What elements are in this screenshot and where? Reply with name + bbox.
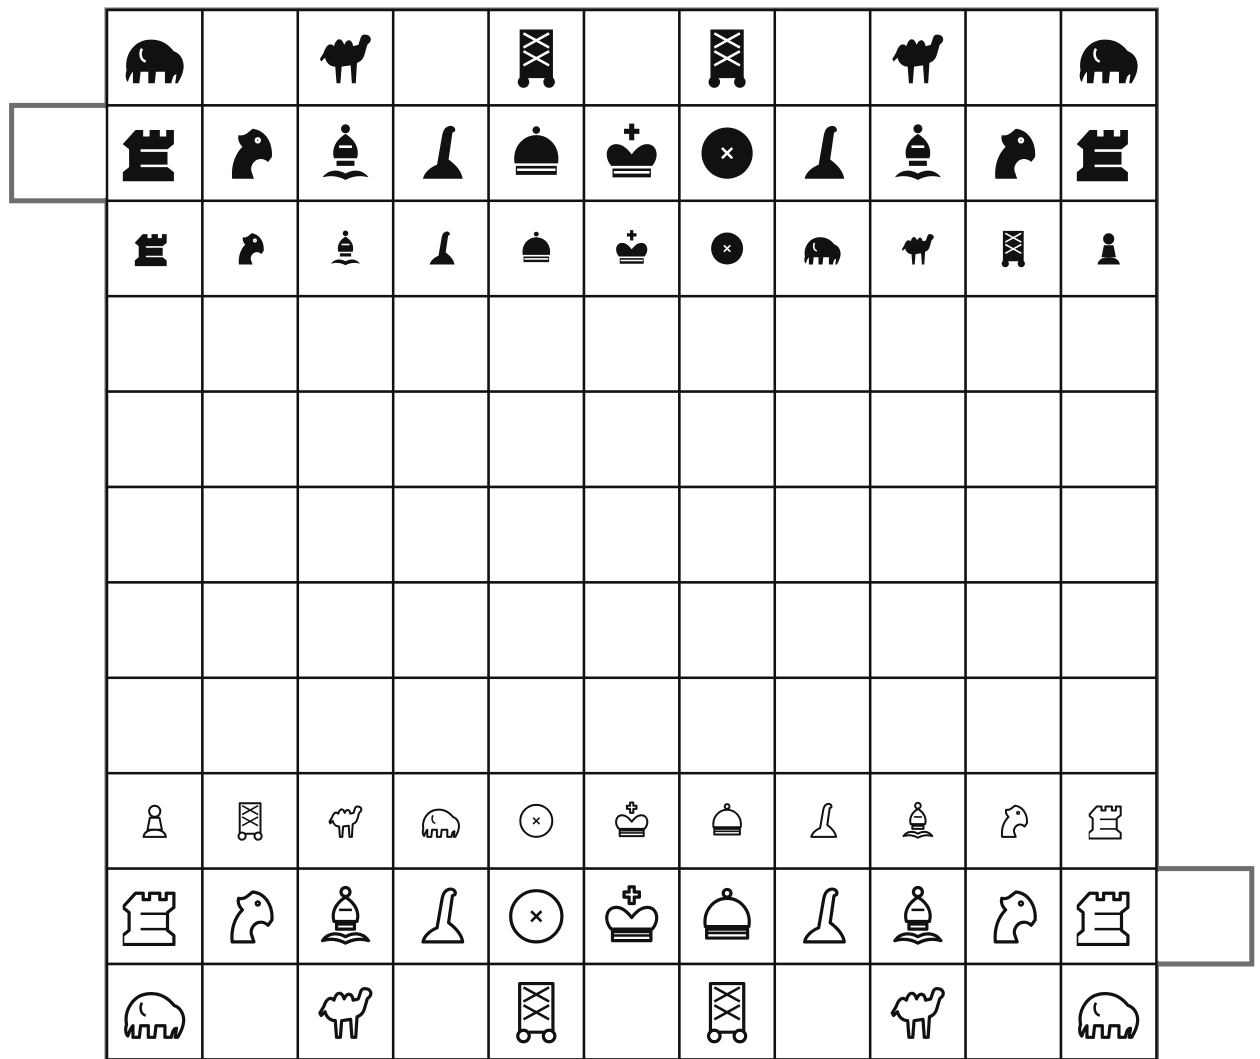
white-general-piece[interactable] (520, 805, 552, 837)
white-rook-piece[interactable] (1077, 893, 1128, 944)
square[interactable] (870, 678, 965, 773)
square[interactable] (1061, 392, 1156, 487)
square[interactable] (489, 582, 584, 677)
square[interactable] (489, 678, 584, 773)
square[interactable] (679, 582, 774, 677)
square[interactable] (775, 582, 870, 677)
square[interactable] (489, 392, 584, 487)
square[interactable] (202, 964, 297, 1059)
square[interactable] (1061, 678, 1156, 773)
square[interactable] (775, 296, 870, 391)
square[interactable] (584, 392, 679, 487)
square[interactable] (393, 10, 488, 105)
white-general-piece[interactable] (511, 891, 562, 942)
black-general-piece[interactable] (702, 128, 753, 179)
square[interactable] (584, 10, 679, 105)
square[interactable] (393, 964, 488, 1059)
square[interactable] (679, 678, 774, 773)
square[interactable] (107, 487, 202, 582)
black-general-piece[interactable] (711, 233, 743, 265)
square[interactable] (393, 392, 488, 487)
square[interactable] (966, 678, 1061, 773)
square[interactable] (298, 392, 393, 487)
square[interactable] (298, 487, 393, 582)
square[interactable] (393, 582, 488, 677)
square[interactable] (393, 487, 488, 582)
black-rook-piece[interactable] (123, 130, 174, 181)
square[interactable] (298, 296, 393, 391)
white-rook-piece[interactable] (1089, 807, 1121, 839)
square[interactable] (202, 392, 297, 487)
square[interactable] (107, 678, 202, 773)
square[interactable] (1061, 582, 1156, 677)
square[interactable] (870, 392, 965, 487)
square[interactable] (775, 678, 870, 773)
white-rook-piece[interactable] (123, 893, 174, 944)
square[interactable] (298, 678, 393, 773)
square[interactable] (775, 487, 870, 582)
white-war-engine-piece[interactable] (709, 984, 746, 1042)
square[interactable] (966, 582, 1061, 677)
square[interactable] (966, 487, 1061, 582)
square[interactable] (584, 105, 679, 200)
citadel-left[interactable] (12, 105, 107, 200)
square[interactable] (584, 487, 679, 582)
square[interactable] (202, 487, 297, 582)
square[interactable] (584, 678, 679, 773)
square[interactable] (679, 487, 774, 582)
square[interactable] (966, 296, 1061, 391)
square[interactable] (870, 296, 965, 391)
square[interactable] (107, 582, 202, 677)
square[interactable] (393, 678, 488, 773)
square[interactable] (489, 296, 584, 391)
square[interactable] (966, 964, 1061, 1059)
white-war-engine-piece[interactable] (518, 984, 555, 1042)
white-war-engine-piece[interactable] (239, 803, 262, 839)
square[interactable] (584, 964, 679, 1059)
square[interactable] (966, 10, 1061, 105)
square[interactable] (966, 392, 1061, 487)
black-rook-piece[interactable] (135, 234, 167, 266)
square[interactable] (1061, 487, 1156, 582)
square[interactable] (202, 582, 297, 677)
black-rook-piece[interactable] (1077, 130, 1128, 181)
square[interactable] (870, 487, 965, 582)
square[interactable] (584, 296, 679, 391)
square[interactable] (584, 201, 679, 296)
square[interactable] (870, 582, 965, 677)
square[interactable] (775, 10, 870, 105)
square[interactable] (679, 392, 774, 487)
square[interactable] (489, 487, 584, 582)
square[interactable] (1061, 296, 1156, 391)
square[interactable] (202, 678, 297, 773)
square[interactable] (107, 392, 202, 487)
citadel-right[interactable] (1156, 869, 1251, 964)
square[interactable] (775, 392, 870, 487)
square[interactable] (393, 296, 488, 391)
square[interactable] (584, 582, 679, 677)
square[interactable] (298, 582, 393, 677)
square[interactable] (202, 10, 297, 105)
square[interactable] (775, 964, 870, 1059)
square[interactable] (679, 296, 774, 391)
square[interactable] (107, 296, 202, 391)
square[interactable] (202, 296, 297, 391)
